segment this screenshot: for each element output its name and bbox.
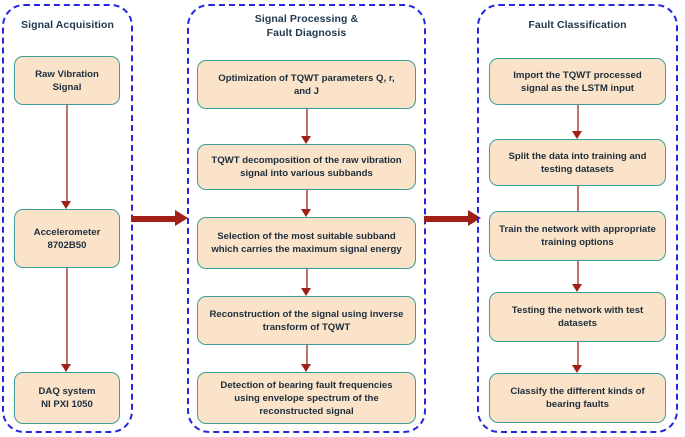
node-fault-frequency-detection[interactable]: Detection of bearing fault frequencies u… xyxy=(197,372,416,424)
stage-arrow-shaft xyxy=(424,215,469,222)
node-classify-faults[interactable]: Classify the different kinds of bearing … xyxy=(489,373,666,423)
node-tqwt-parameter-optimization[interactable]: Optimization of TQWT parameters Q, r, an… xyxy=(197,60,416,109)
panel-fault-classification xyxy=(477,4,678,433)
node-raw-vibration-signal[interactable]: Raw Vibration Signal xyxy=(14,56,120,105)
stage-arrow-processing-to-classification xyxy=(424,210,481,227)
node-test-network[interactable]: Testing the network with test datasets xyxy=(489,292,666,342)
panel-title-signal-acquisition: Signal Acquisition xyxy=(21,19,114,31)
panel-title-fault-classification: Fault Classification xyxy=(528,19,627,31)
node-tqwt-decomposition[interactable]: TQWT decomposition of the raw vibration … xyxy=(197,144,416,190)
panel-title-signal-processing-fault-diagnosis: Signal Processing & Fault Diagnosis xyxy=(254,13,359,39)
stage-arrow-acquisition-to-processing xyxy=(131,210,188,227)
node-import-lstm-input[interactable]: Import the TQWT processed signal as the … xyxy=(489,58,666,105)
node-train-network[interactable]: Train the network with appropriate train… xyxy=(489,211,666,261)
node-accelerometer[interactable]: Accelerometer 8702B50 xyxy=(14,209,120,268)
node-daq-system[interactable]: DAQ system NI PXI 1050 xyxy=(14,372,120,424)
node-signal-reconstruction[interactable]: Reconstruction of the signal using inver… xyxy=(197,296,416,345)
node-split-datasets[interactable]: Split the data into training and testing… xyxy=(489,139,666,186)
node-subband-selection[interactable]: Selection of the most suitable subband w… xyxy=(197,217,416,269)
stage-arrow-shaft xyxy=(131,215,176,222)
